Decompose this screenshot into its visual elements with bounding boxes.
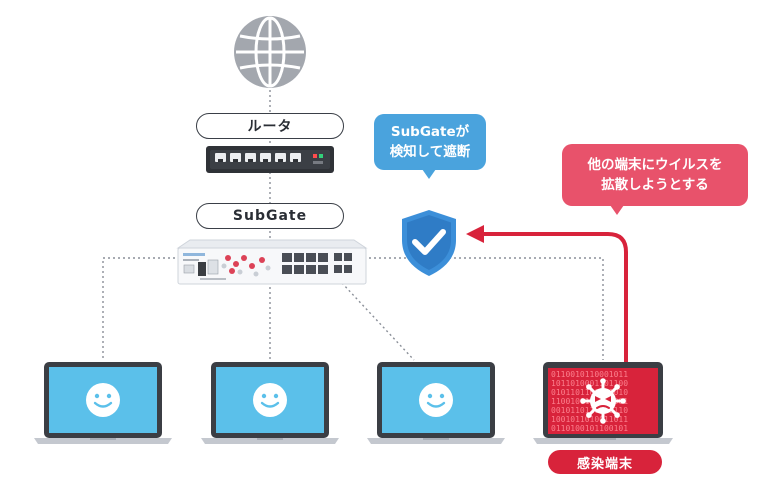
- laptop-2: [201, 362, 339, 444]
- binary-row: 0101101100011010: [551, 388, 628, 397]
- line-device-laptop4: [364, 257, 604, 360]
- arrow-icon: [466, 225, 628, 362]
- smiley-icon: [419, 383, 453, 417]
- shield-check-icon: [402, 210, 456, 276]
- subgate-device: [176, 239, 368, 285]
- virus-bubble-line2: 拡散しようとする: [601, 177, 709, 193]
- laptop-3: [367, 362, 505, 444]
- laptop-infected: 0110010110001011 1011010001101100 010110…: [533, 362, 673, 444]
- detect-bubble: SubGateが 検知して遮断: [374, 114, 486, 179]
- subgate-label: SubGate: [196, 203, 344, 229]
- line-device-laptop1: [102, 257, 180, 360]
- binary-row: 1001011010011011: [551, 415, 628, 424]
- virus-bubble-line1: 他の端末にウイルスを: [587, 157, 723, 173]
- binary-row: 0010110110100110: [551, 406, 628, 415]
- router-label: ルータ: [196, 113, 344, 139]
- smiley-icon: [253, 383, 287, 417]
- laptop-1: [34, 362, 172, 444]
- globe-icon: [234, 16, 306, 88]
- detect-bubble-line2: 検知して遮断: [389, 144, 471, 160]
- router-icon: [206, 146, 334, 173]
- binary-row: 0110010110001011: [551, 370, 628, 379]
- binary-row: 1011010001101100: [551, 379, 628, 388]
- smiley-icon: [86, 383, 120, 417]
- detect-bubble-line1: SubGateが: [390, 124, 470, 140]
- virus-icon: [580, 378, 626, 424]
- binary-row: 0110100101100101: [551, 424, 628, 433]
- infected-badge: 感染端末: [548, 450, 662, 474]
- virus-bubble: 他の端末にウイルスを 拡散しようとする: [562, 144, 748, 215]
- line-device-laptop3: [341, 282, 415, 361]
- connection-lines: [102, 90, 604, 361]
